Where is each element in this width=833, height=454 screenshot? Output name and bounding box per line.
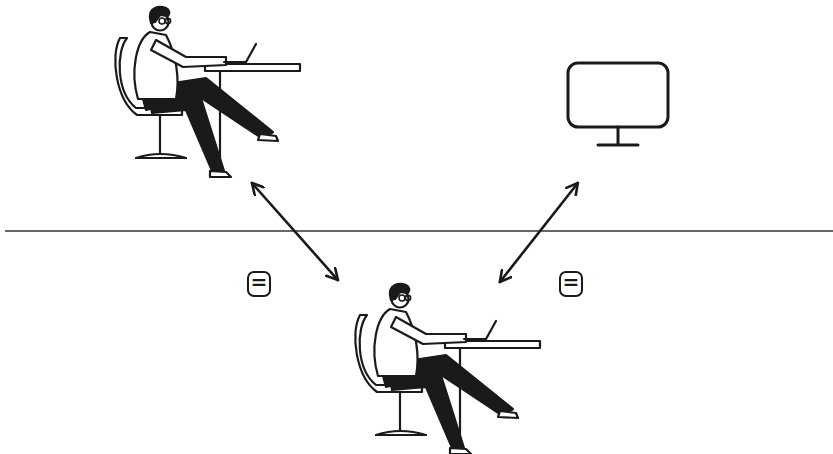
person-figure (110, 5, 300, 183)
equals-badge: = (247, 271, 271, 297)
person-figure (115, 7, 300, 177)
double-arrow (500, 183, 578, 282)
monitor-icon (565, 60, 672, 183)
double-arrow (252, 183, 338, 280)
person-figure (355, 284, 540, 454)
equals-badge: = (559, 271, 583, 297)
person-figure (330, 278, 545, 452)
monitor-icon (568, 63, 668, 145)
divider-line (5, 230, 833, 232)
